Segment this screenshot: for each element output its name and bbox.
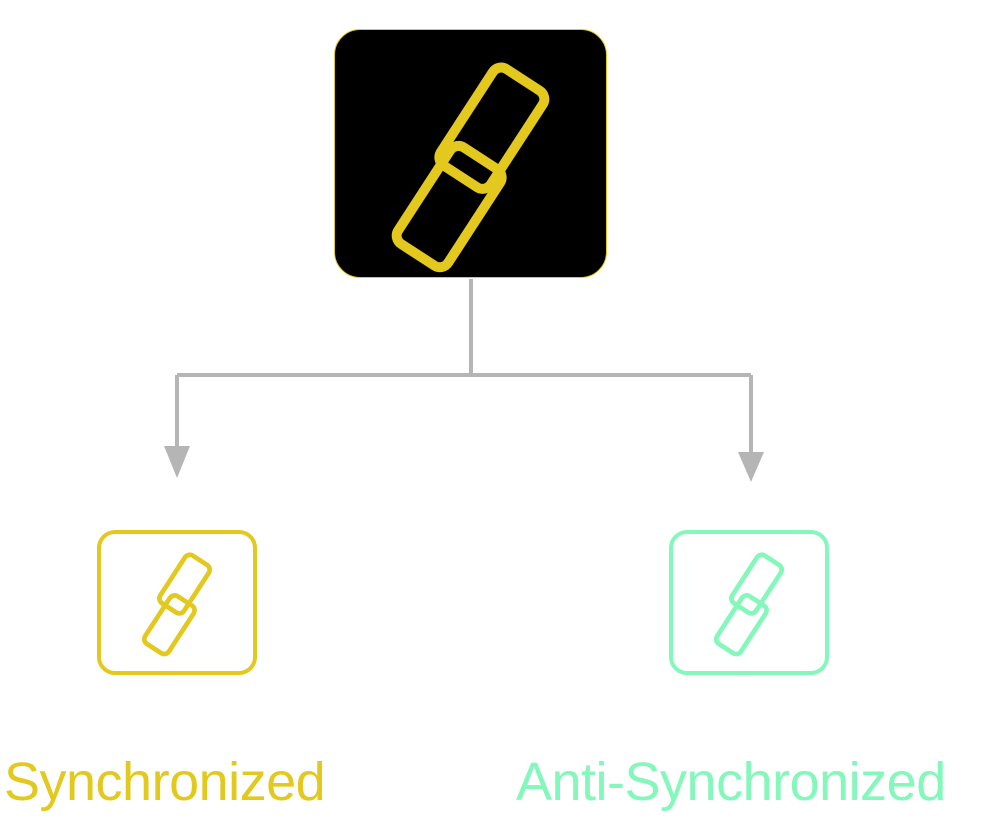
label-anti-synchronized: Anti-Synchronized (516, 752, 946, 812)
link-icon (713, 552, 785, 657)
child-node-synchronized (97, 530, 257, 675)
child-node-anti-synchronized (669, 530, 829, 675)
arrowhead-right (738, 452, 764, 482)
root-node (334, 29, 607, 278)
arrowhead-left (164, 446, 190, 478)
link-icon (141, 552, 213, 657)
link-icon (391, 62, 550, 273)
label-synchronized: Synchronized (4, 752, 326, 812)
